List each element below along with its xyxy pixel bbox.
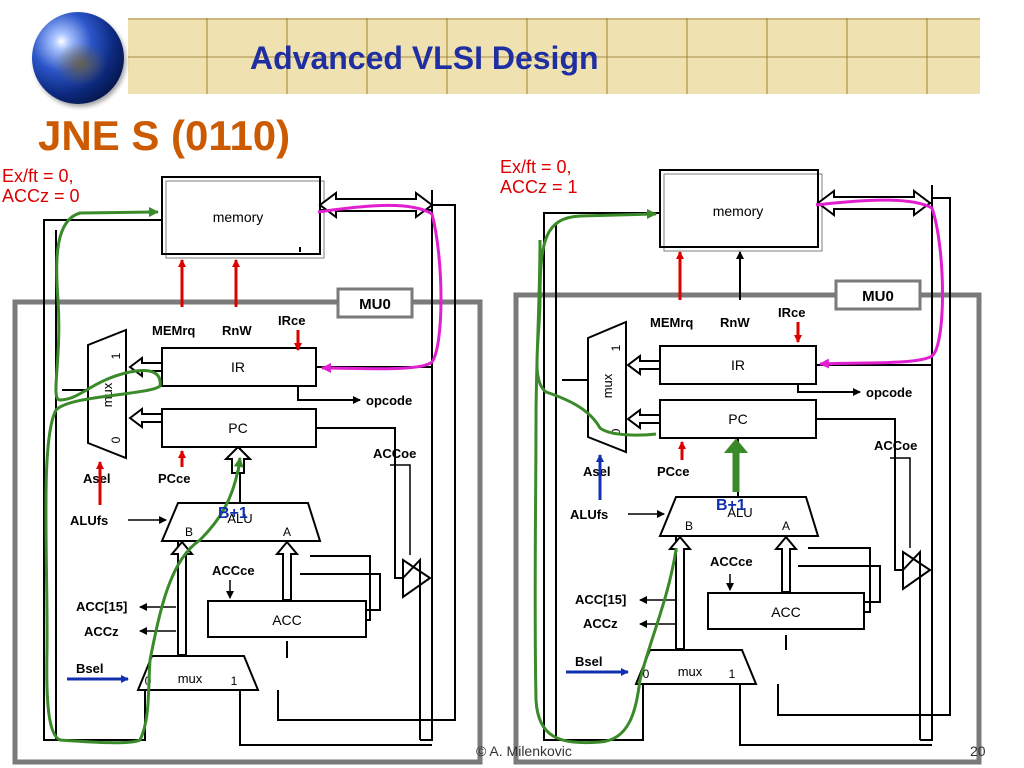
left-irce-label: IRce bbox=[278, 313, 305, 328]
right-memory-label: memory bbox=[713, 203, 764, 219]
right-b-plus-1-label: B+1 bbox=[716, 497, 746, 514]
right-ir-label: IR bbox=[731, 357, 745, 373]
right-mu0-boundary bbox=[513, 292, 982, 765]
right-mu0-label-box bbox=[834, 279, 922, 311]
right-acc-label: ACC bbox=[771, 604, 801, 620]
right-mu0-label: MU0 bbox=[862, 288, 894, 305]
right-memory-block bbox=[659, 169, 819, 248]
right-condition-line1: Ex/ft = 0, bbox=[500, 157, 572, 177]
globe-icon bbox=[32, 12, 124, 104]
right-top-mux bbox=[587, 320, 627, 454]
left-acc15-label: ACC[15] bbox=[76, 599, 127, 614]
left-bsel-label: Bsel bbox=[76, 661, 103, 676]
right-alu-label: ALU bbox=[727, 505, 752, 520]
right-top-mux-in1: 1 bbox=[609, 344, 623, 351]
right-pcce-label: PCce bbox=[657, 464, 690, 479]
right-pc-label: PC bbox=[728, 411, 747, 427]
left-opcode-label: opcode bbox=[366, 393, 412, 408]
right-asel-label: Asel bbox=[583, 464, 610, 479]
right-alu-port-a: A bbox=[782, 519, 790, 533]
left-bottom-mux-label: mux bbox=[178, 671, 203, 686]
left-mu0-boundary bbox=[12, 299, 483, 765]
right-bottom-mux-label: mux bbox=[678, 664, 703, 679]
right-alu bbox=[658, 496, 820, 537]
right-opcode-label: opcode bbox=[866, 385, 912, 400]
header-banner bbox=[128, 18, 980, 94]
right-top-mux-in0: 0 bbox=[609, 428, 623, 435]
right-alu-port-b: B bbox=[685, 519, 693, 533]
left-alu-label: ALU bbox=[227, 511, 252, 526]
left-memory-block bbox=[161, 176, 321, 255]
right-condition-note: Ex/ft = 0, ACCz = 1 bbox=[500, 157, 578, 197]
left-acc-label: ACC bbox=[272, 612, 302, 628]
left-memrq-label: MEMrq bbox=[152, 323, 195, 338]
right-datapath: MU0 memory IR PC mux 1 0 ALU B A ACC mux… bbox=[513, 169, 982, 765]
left-pcce-label: PCce bbox=[158, 471, 191, 486]
left-top-mux bbox=[87, 328, 127, 460]
left-datapath: MU0 memory IR PC mux 1 0 ALU B A ACC mux… bbox=[12, 176, 483, 765]
right-acc15-label: ACC[15] bbox=[575, 592, 626, 607]
right-top-mux-label: mux bbox=[600, 373, 615, 398]
left-pc-label: PC bbox=[228, 420, 247, 436]
left-alufs-label: ALUfs bbox=[70, 513, 108, 528]
slide-title: JNE S (0110) bbox=[38, 112, 291, 159]
left-rnw-label: RnW bbox=[222, 323, 252, 338]
right-ir-block bbox=[659, 345, 817, 385]
left-asel-label: Asel bbox=[83, 471, 110, 486]
right-alufs-label: ALUfs bbox=[570, 507, 608, 522]
left-tristate-buffer bbox=[402, 558, 432, 599]
right-accce-label: ACCce bbox=[710, 554, 753, 569]
left-alu bbox=[160, 502, 322, 542]
footer-page-number: 20 bbox=[970, 743, 986, 759]
left-green-path bbox=[44, 210, 240, 745]
left-top-mux-in0: 0 bbox=[109, 436, 123, 443]
left-ir-label: IR bbox=[231, 359, 245, 375]
left-bottom-mux bbox=[136, 655, 260, 691]
left-condition-note: Ex/ft = 0, ACCz = 0 bbox=[2, 166, 80, 206]
left-b-plus-1-label: B+1 bbox=[218, 505, 248, 522]
footer-copyright: © A. Milenkovic bbox=[476, 743, 572, 759]
left-memory-label: memory bbox=[213, 209, 264, 225]
left-accce-label: ACCce bbox=[212, 563, 255, 578]
left-condition-line2: ACCz = 0 bbox=[2, 186, 80, 206]
left-magenta-path bbox=[317, 203, 443, 374]
right-bottom-mux-in1: 1 bbox=[729, 667, 736, 681]
right-bsel-label: Bsel bbox=[575, 654, 602, 669]
right-accoe-label: ACCoe bbox=[874, 438, 917, 453]
left-mu0-label-box bbox=[336, 287, 414, 319]
left-mu0-label: MU0 bbox=[359, 296, 391, 313]
course-title: Advanced VLSI Design bbox=[250, 40, 599, 76]
right-rnw-label: RnW bbox=[720, 315, 750, 330]
right-accz-label: ACCz bbox=[583, 616, 618, 631]
left-top-mux-in1: 1 bbox=[109, 352, 123, 359]
right-magenta-path bbox=[815, 198, 944, 369]
right-tristate-buffer bbox=[902, 550, 932, 591]
right-bottom-mux-in0: 0 bbox=[643, 667, 650, 681]
right-irce-label: IRce bbox=[778, 305, 805, 320]
left-condition-line1: Ex/ft = 0, bbox=[2, 166, 74, 186]
left-accz-label: ACCz bbox=[84, 624, 119, 639]
right-condition-line2: ACCz = 1 bbox=[500, 177, 578, 197]
right-green-path bbox=[533, 212, 678, 745]
right-memrq-label: MEMrq bbox=[650, 315, 693, 330]
left-bottom-mux-in1: 1 bbox=[231, 674, 238, 688]
left-alu-port-a: A bbox=[283, 525, 291, 539]
left-accoe-label: ACCoe bbox=[373, 446, 416, 461]
left-alu-port-b: B bbox=[185, 525, 193, 539]
